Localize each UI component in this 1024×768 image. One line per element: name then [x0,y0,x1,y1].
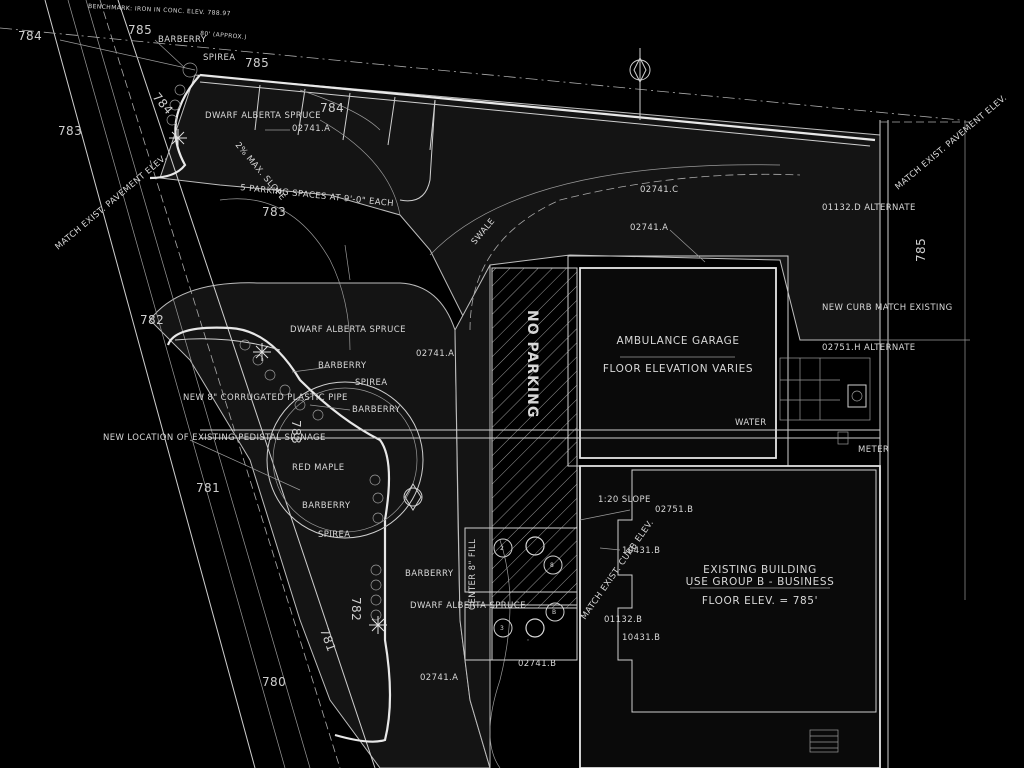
plant-barberry-5: BARBERRY [405,569,454,579]
red-maple-canopy [266,381,424,539]
code-02741a-1: 02741.A [292,124,330,134]
code-02741a-2: 02741.A [630,223,668,233]
no-parking-label: NO PARKING [524,310,540,418]
contour-783-a: 783 [58,124,82,138]
note-center-fill: CENTER 8" FILL [468,539,478,610]
note-match-exist-right: MATCH EXIST. PAVEMENT ELEV. [894,93,1010,192]
callout-key-b: B [552,609,557,616]
contour-780: 780 [262,675,286,689]
ambulance-garage [567,255,789,467]
code-02741b: 02741.B [518,659,556,669]
note-new-pipe: NEW 8" CORRUGATED PLASTIC PIPE [183,393,348,403]
contour-783-c: 783 [289,420,303,444]
plant-red-maple: RED MAPLE [292,463,345,473]
note-meter: METER [858,445,889,455]
water-line [200,429,880,445]
ambulance-garage-name: AMBULANCE GARAGE [616,335,739,347]
plant-barberry-1: BARBERRY [158,35,207,45]
plant-barberry-4: BARBERRY [302,501,351,511]
plant-barberry-3: BARBERRY [352,405,401,415]
existing-building [579,465,881,768]
plant-spirea-1: SPIREA [203,53,236,63]
callout-key-2: 2 [500,545,504,552]
plant-dwarf-spruce-2: DWARF ALBERTA SPRUCE [290,325,406,335]
section-marker-top [629,48,651,120]
existing-building-elevation: FLOOR ELEV. = 785' [702,595,818,607]
contour-783-b: 783 [262,205,286,219]
accessible-callouts [493,538,565,638]
plant-dwarf-spruce-1: DWARF ALBERTA SPRUCE [205,111,321,121]
spruce-symbols [169,129,387,634]
code-02741a-4: 02741.A [420,673,458,683]
callout-key-3: 3 [500,625,504,632]
plant-dwarf-spruce-3: DWARF ALBERTA SPRUCE [410,601,526,611]
code-10431b-1: 10431.B [622,546,660,556]
contour-784-b: 784 [150,90,176,117]
paved-areas [149,74,881,768]
south-driveway [454,264,491,768]
note-water: WATER [735,418,767,428]
code-01132b: 01132.B [604,615,642,625]
dimension-top: 80' (APPROX.) [200,30,247,41]
contour-784-c: 784 [320,101,344,115]
plant-spirea-3: SPIREA [318,530,351,540]
shrub-symbols [166,62,384,621]
code-01132d: 01132.D ALTERNATE [822,203,916,213]
code-02751b: 02751.B [655,505,693,515]
contour-785-a: 785 [128,23,152,37]
equipment-pad [779,357,871,421]
code-02741a-3: 02741.A [416,349,454,359]
code-10431b-2: 10431.B [622,633,660,643]
leader-lines [154,39,706,551]
accessible-symbols [525,536,545,641]
contour-785-c: 785 [914,238,928,262]
existing-building-name: EXISTING BUILDING [703,564,817,576]
contour-782-b: 782 [349,597,363,621]
plant-barberry-2: BARBERRY [318,361,367,371]
note-new-location: NEW LOCATION OF EXISTING PEDISTAL SIGNAG… [103,433,326,443]
contour-782: 782 [140,313,164,327]
contour-785-b: 785 [245,56,269,70]
existing-building-use-group: USE GROUP B - BUSINESS [686,576,835,588]
note-match-exist-left: MATCH EXIST. PAVEMENT ELEV. [54,153,170,252]
callout-key-8: 8 [550,562,554,569]
benchmark-note: BENCHMARK: IRON IN CONC. ELEV. 788.97 [88,3,231,17]
curb-lines [149,73,970,768]
note-slope-2: 1:20 SLOPE [598,495,651,505]
parking-stalls [254,84,436,202]
section-marker-mid [403,483,423,511]
contour-781: 781 [196,481,220,495]
plant-spirea-2: SPIREA [355,378,388,388]
code-02751h: 02751.H ALTERNATE [822,343,916,353]
note-new-curb: NEW CURB MATCH EXISTING [822,303,953,313]
code-02741c: 02741.C [640,185,678,195]
contour-784-a: 784 [18,29,42,43]
grading-curves [219,89,801,768]
road-lines [0,0,961,768]
ambulance-garage-elevation: FLOOR ELEVATION VARIES [603,363,753,375]
